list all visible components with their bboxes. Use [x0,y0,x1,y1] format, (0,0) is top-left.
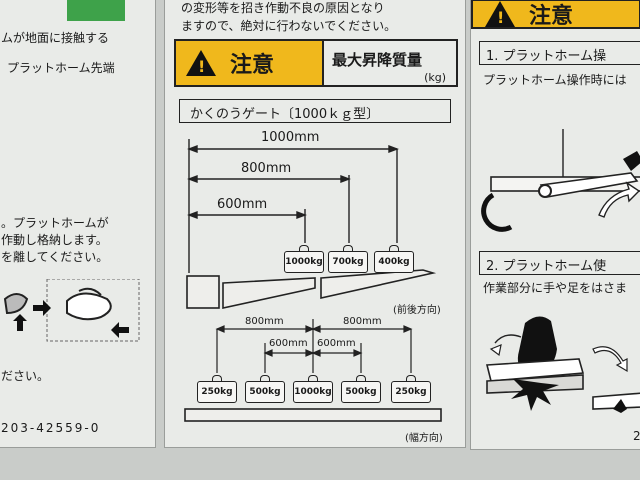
width-weight-500-left: 500kg [245,375,285,403]
gate-title: かくのうゲート〔1000ｋｇ型〕 [190,107,380,122]
max-load-box: 最大昇降質量 (kg) [324,39,458,87]
right-caution-box: ! 注意 [471,0,640,29]
left-text-1: ムが地面に接触する [1,31,110,45]
front-back-diagram [186,139,437,309]
left-text-6: ださい。 [1,369,50,383]
dim-800: 800mm [241,161,292,176]
weight-700kg: 700kg [328,245,368,273]
item1-title: 1. プラットホーム操 [486,49,607,64]
caution-label: 注意 [230,53,275,78]
center-panel: の変形等を招き作動不良の原因となり ますので、絶対に行わないでください。 ! 注… [164,0,466,448]
weight-1000kg: 1000kg [284,245,324,273]
top-text-2: ますので、絶対に行わないでください。 [181,19,397,33]
width-dim-600-left: 600mm [269,338,308,349]
item2-title-box: 2. プラットホーム使 [479,251,640,275]
right-panel: ! 注意 1. プラットホーム操 プラットホーム操作時には 2. プラットホーム… [470,0,640,450]
left-text-2: プラットホーム先端 [7,61,115,75]
left-text-4: 作動し格納します。 [1,233,108,247]
left-text-3: 。プラットホームが [1,216,109,230]
width-dim-800-right: 800mm [343,316,382,327]
hand-pinch-illustration [485,316,640,413]
max-load-title: 最大昇降質量 [332,51,423,69]
platform-illustration [481,129,640,232]
front-back-direction: (前後方向) [393,305,441,316]
width-weight-1000: 1000kg [293,375,333,403]
right-caution-label: 注意 [529,4,574,29]
folding-illustration [3,279,140,342]
left-panel: ムが地面に接触する プラットホーム先端 。プラットホームが 作動し格納します。 … [0,0,156,448]
part-code: 203-42559-0 [1,421,101,435]
item2-text: 作業部分に手や足をはさま [483,281,628,295]
width-diagram [184,319,442,422]
caution-box: ! 注意 [174,39,324,87]
dim-600: 600mm [217,197,268,212]
width-dim-600-right: 600mm [317,338,356,349]
width-weight-500-right: 500kg [341,375,381,403]
item1-text: プラットホーム操作時には [483,73,627,87]
width-direction: (幅方向) [405,433,443,444]
right-warning-triangle-icon: ! [485,1,515,27]
left-text-5: を離してください。 [1,250,109,264]
weight-400kg: 400kg [374,245,414,273]
corner-number: 2 [633,429,640,443]
top-text-1: の変形等を招き作動不良の原因となり [181,1,385,15]
item1-title-box: 1. プラットホーム操 [479,41,640,65]
gate-title-box: かくのうゲート〔1000ｋｇ型〕 [179,99,451,123]
max-load-unit: (kg) [424,71,446,84]
item2-title: 2. プラットホーム使 [486,259,607,274]
green-header-tab [67,0,125,21]
width-weight-250-left: 250kg [197,375,237,403]
warning-triangle-icon: ! [186,50,216,76]
width-weight-250-right: 250kg [391,375,431,403]
width-dim-800-left: 800mm [245,316,284,327]
dim-1000: 1000mm [261,130,320,145]
